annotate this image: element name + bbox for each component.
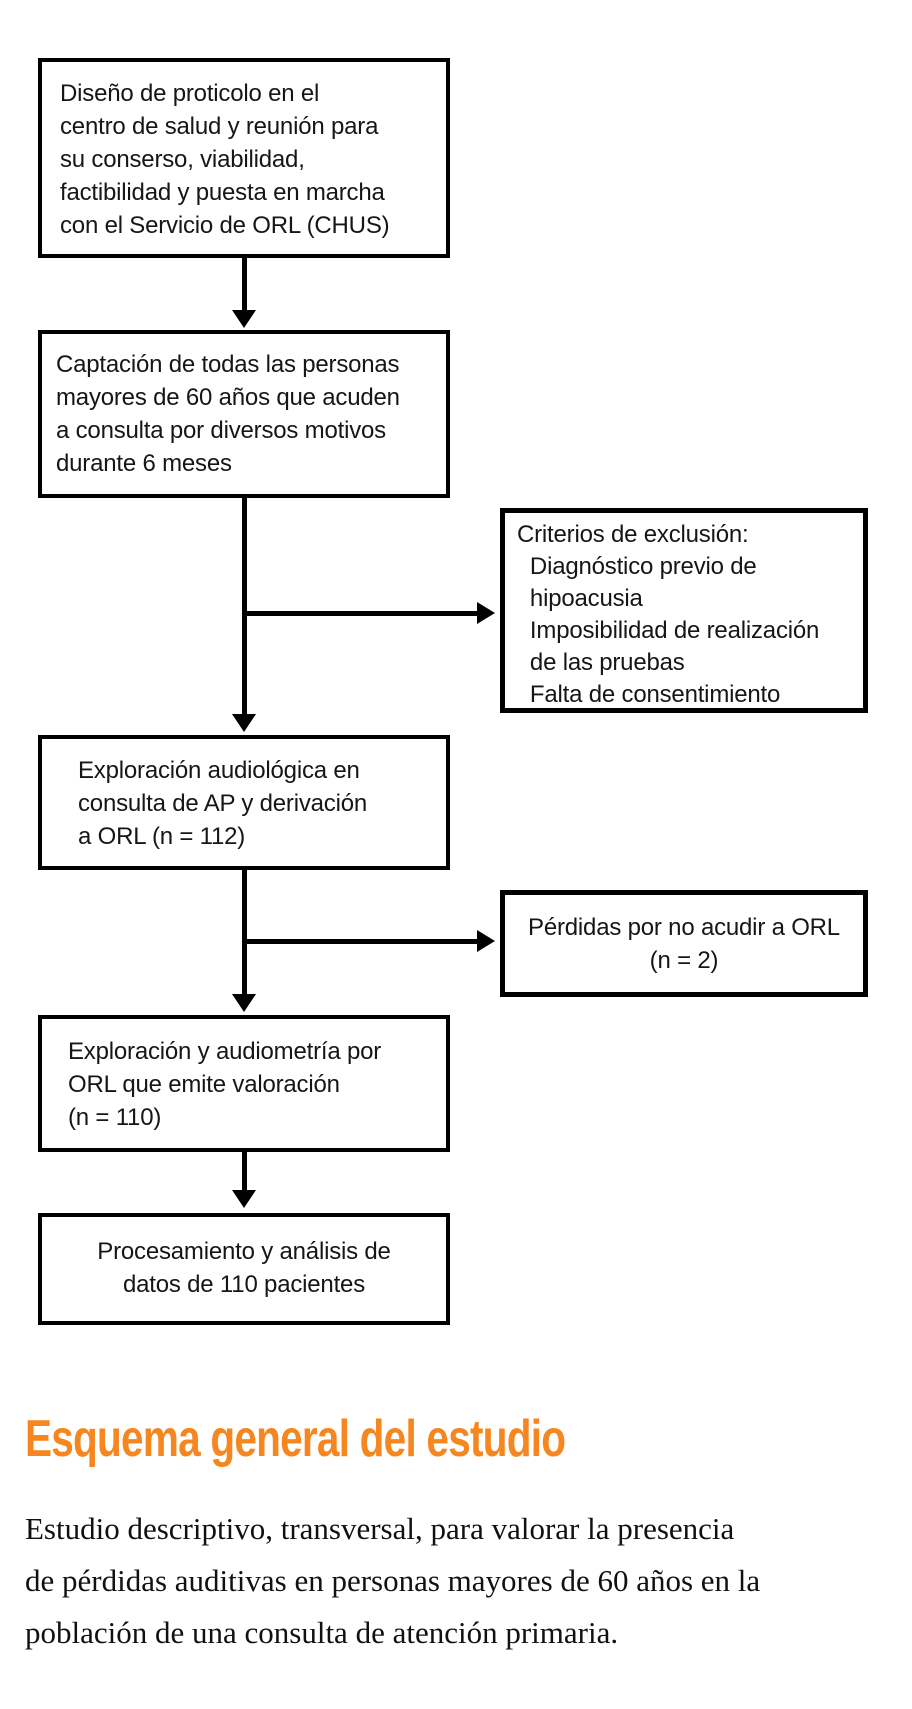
flow-box-orl-audiometry-text: Exploración y audiometría por ORL que em… <box>68 1038 382 1131</box>
flow-box-data-analysis: Procesamiento y análisis de datos de 110… <box>38 1213 450 1325</box>
figure-caption-text: Estudio descriptivo, transversal, para v… <box>25 1511 761 1650</box>
flow-box-orl-losses: Pérdidas por no acudir a ORL (n = 2) <box>500 890 868 997</box>
arrow-down-icon-2 <box>232 714 256 732</box>
figure-caption-title: Esquema general del estudio <box>25 1410 566 1468</box>
arrow-right-icon-exclusion <box>477 602 495 624</box>
flow-box-ap-exploration-text: Exploración audiológica en consulta de A… <box>78 757 368 850</box>
flow-box-exclusion-criteria: Criterios de exclusión: Diagnóstico prev… <box>500 508 868 713</box>
arrow-down-icon-4 <box>232 1190 256 1208</box>
connector-line-1 <box>242 258 247 312</box>
flow-box-data-analysis-text: Procesamiento y análisis de datos de 110… <box>97 1238 391 1298</box>
connector-branch-losses <box>244 939 478 944</box>
flow-box-orl-losses-text: Pérdidas por no acudir a ORL (n = 2) <box>528 914 840 974</box>
arrow-right-icon-losses <box>477 930 495 952</box>
connector-line-2 <box>242 498 247 714</box>
arrow-down-icon-1 <box>232 310 256 328</box>
flow-box-recruitment: Captación de todas las personas mayores … <box>38 330 450 498</box>
connector-branch-exclusion <box>244 611 478 616</box>
connector-line-4 <box>242 1152 247 1192</box>
flow-box-protocol-design-text: Diseño de proticolo en el centro de salu… <box>60 80 390 239</box>
flow-box-recruitment-text: Captación de todas las personas mayores … <box>56 351 400 477</box>
flow-box-orl-audiometry: Exploración y audiometría por ORL que em… <box>38 1015 450 1152</box>
flow-box-exclusion-criteria-text: Criterios de exclusión: Diagnóstico prev… <box>517 521 820 708</box>
flow-box-ap-exploration: Exploración audiológica en consulta de A… <box>38 735 450 870</box>
flow-box-protocol-design: Diseño de proticolo en el centro de salu… <box>38 58 450 258</box>
arrow-down-icon-3 <box>232 994 256 1012</box>
connector-line-3 <box>242 870 247 996</box>
